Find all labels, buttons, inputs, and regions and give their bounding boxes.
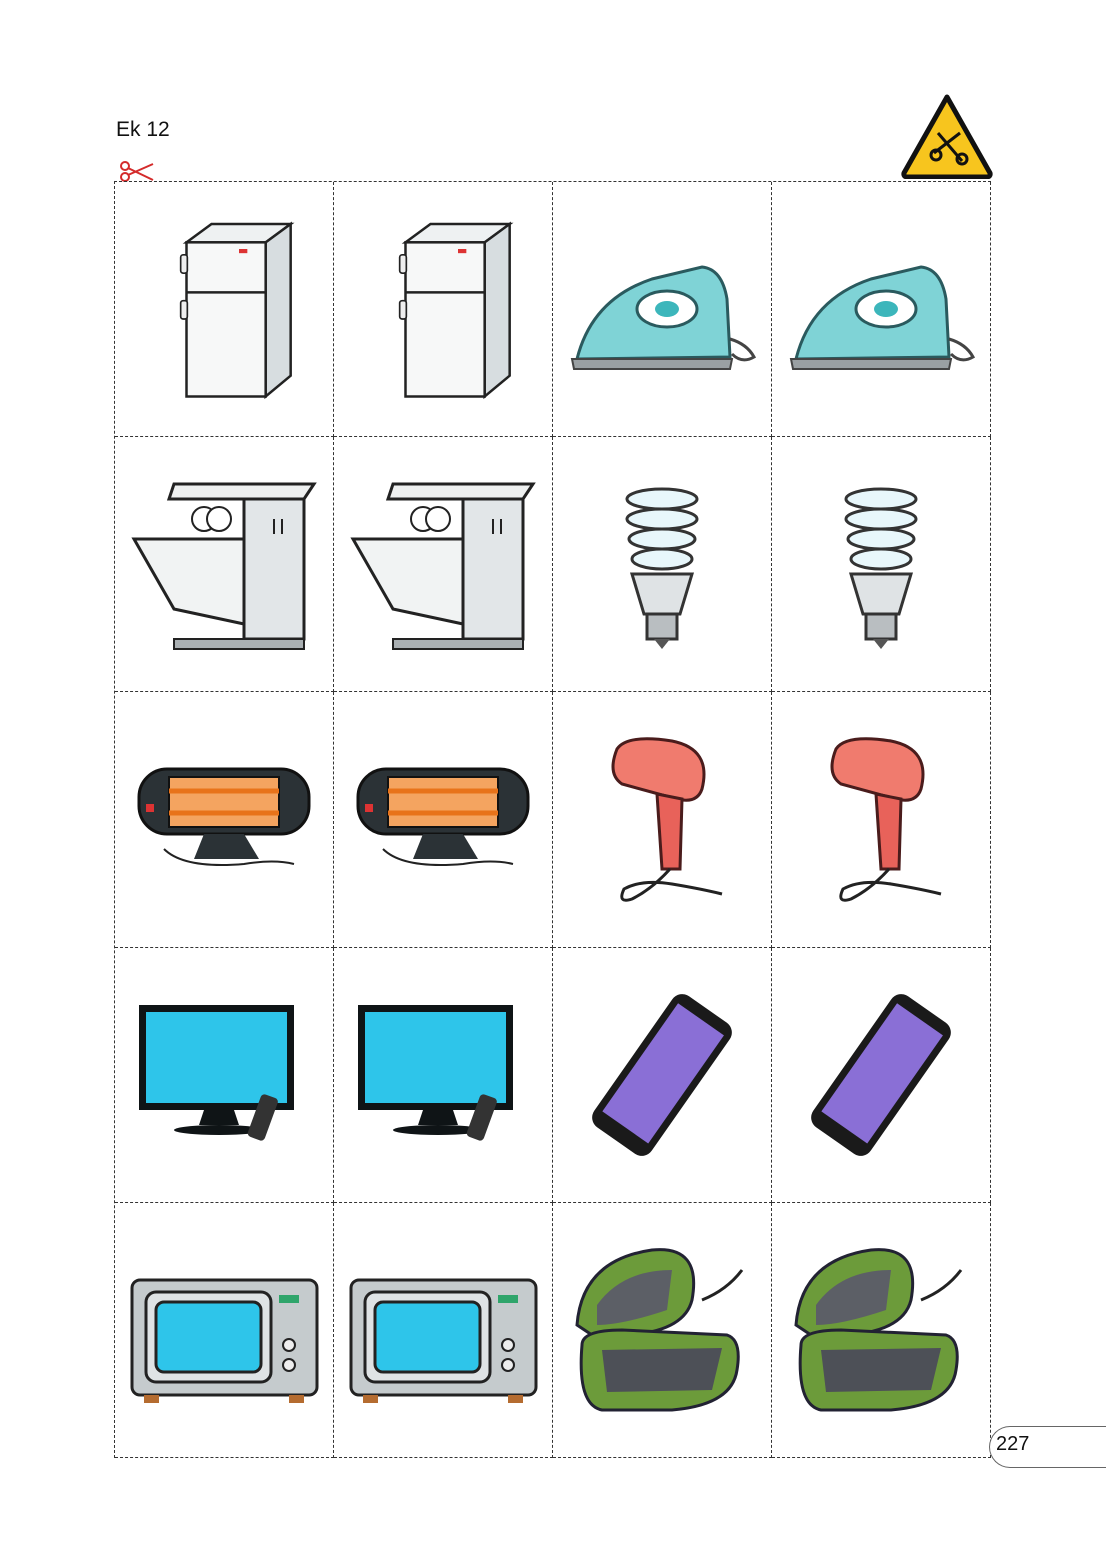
card-microwave[interactable] (334, 1202, 553, 1458)
light-bulb-icon (844, 487, 918, 650)
card-hair-dryer[interactable] (772, 692, 991, 948)
iron-icon (570, 265, 757, 371)
sandwich-maker-icon (575, 1247, 744, 1412)
card-light-bulb[interactable] (772, 437, 991, 693)
card-heater[interactable] (334, 692, 553, 948)
card-dishwasher[interactable] (334, 437, 553, 693)
card-sandwich-maker[interactable] (553, 1202, 772, 1458)
card-heater[interactable] (115, 692, 334, 948)
television-icon (139, 1004, 294, 1141)
hair-dryer-icon (830, 737, 942, 903)
page-title: Ek 12 (116, 118, 170, 141)
card-refrigerator[interactable] (334, 182, 553, 438)
television-icon (358, 1004, 513, 1141)
sandwich-maker-icon (794, 1247, 963, 1412)
smartphone-icon (592, 993, 732, 1156)
card-iron[interactable] (772, 182, 991, 438)
card-refrigerator[interactable] (115, 182, 334, 438)
card-microwave[interactable] (115, 1202, 334, 1458)
card-dishwasher[interactable] (115, 437, 334, 693)
card-smartphone[interactable] (553, 947, 772, 1203)
card-hair-dryer[interactable] (553, 692, 772, 948)
card-light-bulb[interactable] (553, 437, 772, 693)
card-television[interactable] (334, 947, 553, 1203)
scissors-icon (120, 161, 154, 182)
card-iron[interactable] (553, 182, 772, 438)
page-number-tab (989, 1426, 1106, 1468)
hair-dryer-icon (611, 737, 723, 903)
iron-icon (789, 265, 976, 371)
card-sandwich-maker[interactable] (772, 1202, 991, 1458)
page-number: 227 (996, 1433, 1030, 1455)
microwave-icon (349, 1278, 538, 1403)
refrigerator-icon (398, 221, 514, 400)
heater-icon (356, 767, 530, 867)
dishwasher-icon (350, 482, 536, 651)
light-bulb-icon (625, 487, 699, 650)
cutout-card-grid (114, 181, 991, 1458)
refrigerator-icon (179, 221, 295, 400)
dishwasher-icon (131, 482, 317, 651)
smartphone-icon (811, 993, 951, 1156)
scissors-warning-icon (901, 94, 993, 179)
card-television[interactable] (115, 947, 334, 1203)
microwave-icon (130, 1278, 319, 1403)
card-smartphone[interactable] (772, 947, 991, 1203)
heater-icon (137, 767, 311, 867)
